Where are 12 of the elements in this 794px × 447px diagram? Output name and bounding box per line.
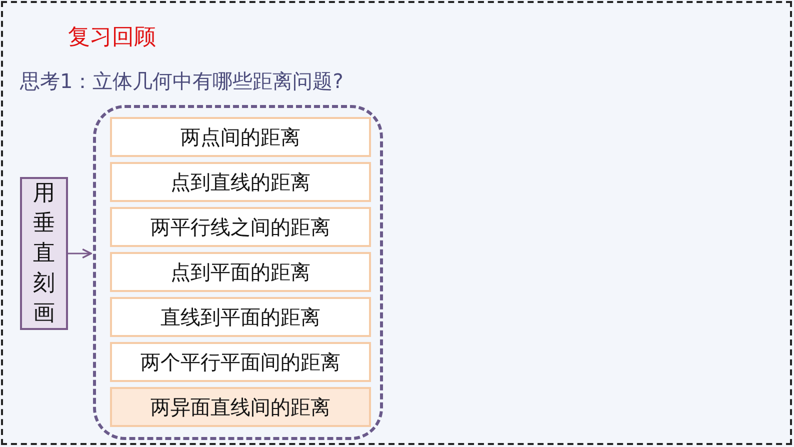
distance-box: 两平行线之间的距离 [110, 207, 371, 247]
distance-box: 点到平面的距离 [110, 252, 371, 292]
method-box: 用垂直刻画 [20, 177, 68, 330]
distance-box: 直线到平面的距离 [110, 297, 371, 337]
distance-box: 点到直线的距离 [110, 162, 371, 202]
arrow [68, 248, 92, 259]
slide-title: 复习回顾 [68, 24, 156, 52]
question-text: 思考1：立体几何中有哪些距离问题? [20, 68, 344, 95]
dashed-group-outline [93, 105, 383, 440]
distance-box: 两点间的距离 [110, 117, 371, 157]
distance-box: 两个平行平面间的距离 [110, 342, 371, 382]
distance-box: 两异面直线间的距离 [110, 387, 371, 427]
